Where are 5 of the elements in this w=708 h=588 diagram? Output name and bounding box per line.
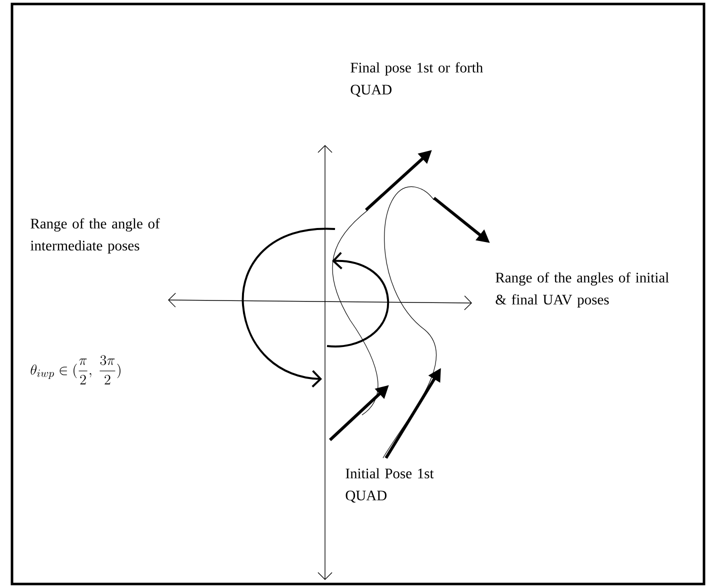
annotation-text: Range of the angle of intermediate poses — [30, 218, 160, 254]
annotation-text: Initial Pose 1st QUAD — [346, 468, 434, 503]
annotation-text: Final pose 1st or forth QUAD — [350, 62, 483, 97]
annotation-text: Range of the angles of initial & final UAV poses — [496, 272, 669, 308]
angle-formula: $\theta_{iwp} \in (\frac{\pi}{2},\ \frac{3\pi}{2})$ — [30, 355, 120, 384]
